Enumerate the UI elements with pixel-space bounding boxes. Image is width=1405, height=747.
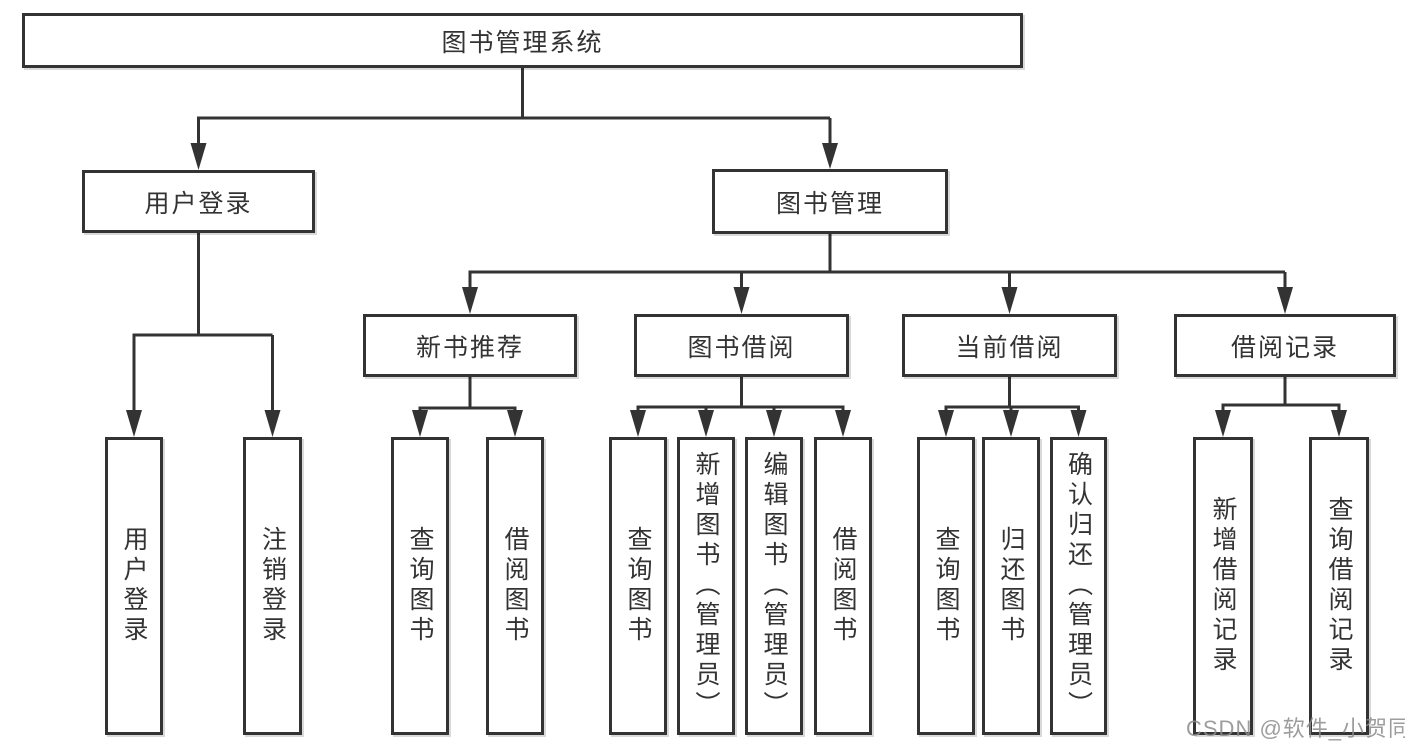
leaf-user-login: 用户登录	[105, 437, 163, 735]
node-current-borrowing: 当前借阅	[902, 314, 1117, 377]
leaf-borrow-books: 借阅图书	[814, 437, 872, 735]
leaf-add-borrow-record: 新增借阅记录	[1193, 437, 1253, 735]
arrow-down-icon	[630, 410, 646, 437]
leaf-edit-book-admin: 编辑图书（管理员）	[745, 437, 803, 735]
arrow-down-icon	[126, 410, 142, 437]
arrow-down-icon	[1001, 287, 1018, 314]
node-book-management: 图书管理	[712, 169, 948, 234]
node-user-login: 用户登录	[82, 170, 315, 233]
arrow-down-icon	[822, 143, 838, 169]
node-borrowing-records: 借阅记录	[1174, 314, 1396, 377]
node-new-book-recommendation: 新书推荐	[363, 314, 577, 377]
connector-borrowing-records-children	[1221, 377, 1341, 417]
arrow-down-icon	[1331, 410, 1347, 437]
arrow-down-icon	[412, 410, 428, 437]
connector-root-to-level2	[197, 68, 832, 150]
leaf-add-book-admin: 新增图书（管理员）	[677, 437, 735, 735]
leaf-query-books-borrowing: 查询图书	[609, 437, 667, 735]
leaf-query-borrow-record: 查询借阅记录	[1309, 437, 1369, 735]
watermark: CSDN @软件_小贺同学	[1186, 716, 1405, 741]
leaf-query-books-recommend: 查询图书	[391, 437, 449, 735]
arrow-down-icon	[1003, 410, 1019, 437]
leaf-return-books: 归还图书	[982, 437, 1040, 735]
node-book-borrowing: 图书借阅	[634, 314, 849, 377]
arrow-down-icon	[264, 410, 281, 437]
leaf-logout: 注销登录	[243, 437, 302, 735]
arrow-down-icon	[1070, 410, 1087, 437]
connector-book-management-children	[468, 234, 1287, 294]
leaf-query-books-current: 查询图书	[917, 437, 975, 735]
connector-new-book-children	[418, 377, 517, 417]
leaf-confirm-return-admin: 确认归还（管理员）	[1050, 437, 1107, 735]
connector-user-login-children	[132, 233, 274, 417]
arrow-down-icon	[698, 410, 714, 437]
arrow-down-icon	[835, 410, 851, 437]
arrow-down-icon	[462, 287, 478, 314]
arrow-down-icon	[1215, 410, 1231, 437]
arrow-down-icon	[1277, 287, 1293, 314]
arrow-down-icon	[190, 143, 207, 170]
arrow-down-icon	[766, 410, 782, 437]
connector-book-borrowing-children	[636, 377, 845, 417]
leaf-borrow-books-recommend: 借阅图书	[486, 437, 544, 735]
node-root-library-management-system: 图书管理系统	[22, 13, 1023, 68]
arrow-down-icon	[507, 410, 523, 437]
arrow-down-icon	[733, 287, 750, 314]
arrow-down-icon	[938, 410, 954, 437]
